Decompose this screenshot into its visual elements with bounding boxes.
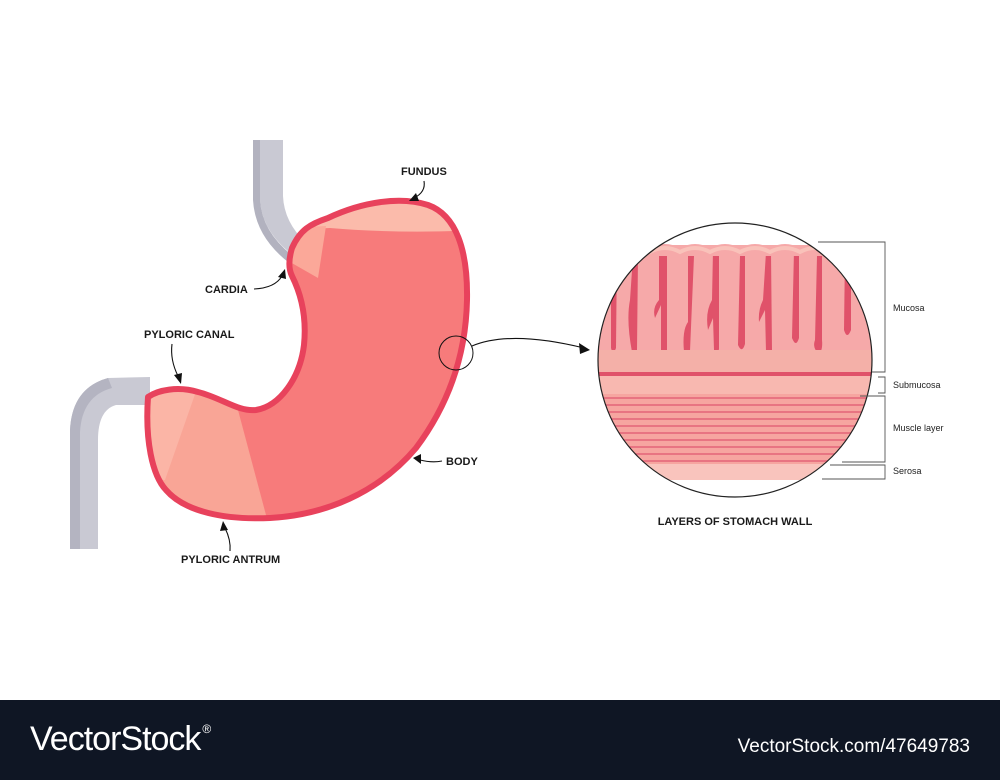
body-arrow: [419, 459, 443, 463]
mucosa-base: [598, 350, 872, 372]
pyloric-antrum-arrow: [224, 527, 231, 552]
cardia-arrowhead: [278, 269, 286, 279]
duodenum-shade: [70, 378, 112, 549]
submucosa-layer: [598, 376, 872, 394]
gastric-pits: [611, 250, 851, 356]
footer-bar: VectorStock® VectorStock.com/47649783: [0, 700, 1000, 780]
magnifier-circle: [438, 335, 474, 371]
stomach: [144, 197, 471, 522]
magnifier-arrowhead: [579, 343, 590, 354]
duodenum: [70, 377, 150, 549]
mucosa-surface-bumps: [598, 246, 872, 255]
label-body: BODY: [446, 456, 478, 468]
cardia-arrow: [253, 275, 283, 290]
image-id: VectorStock.com/47649783: [737, 736, 970, 757]
label-submucosa: Submucosa: [893, 380, 941, 390]
pyloric-canal-arrowhead: [174, 373, 182, 384]
inset-outline: [597, 222, 873, 498]
pyloric-antrum-arrowhead: [220, 521, 228, 531]
stomach-anatomy-diagram: FUNDUS CARDIA PYLORIC CANAL BODY PYLORIC…: [70, 140, 944, 566]
fundus-arrowhead: [409, 193, 419, 201]
inset-title: LAYERS OF STOMACH WALL: [658, 516, 813, 528]
label-pyloric-antrum: PYLORIC ANTRUM: [181, 554, 280, 566]
serosa-layer: [598, 464, 872, 480]
pyloric-canal-arrow: [171, 343, 179, 377]
esophagus: [260, 140, 306, 256]
label-mucosa: Mucosa: [893, 303, 925, 313]
registered-mark: ®: [202, 722, 211, 736]
submucosa-line: [598, 372, 872, 376]
esophagus-shade: [253, 140, 293, 262]
body-arrowhead: [413, 454, 421, 464]
label-fundus: FUNDUS: [401, 166, 447, 178]
wall-layers-inset: [598, 223, 872, 497]
stomach-outline: [144, 197, 471, 522]
label-cardia: CARDIA: [205, 284, 248, 296]
muscle-fibers: [598, 397, 872, 462]
label-muscle-layer: Muscle layer: [893, 423, 944, 433]
brand-name: VectorStock: [30, 720, 201, 758]
label-serosa: Serosa: [893, 466, 922, 476]
label-pyloric-canal: PYLORIC CANAL: [144, 329, 235, 341]
magnifier-connector-arrow: [471, 337, 585, 349]
brand-logo: VectorStock®: [30, 720, 211, 759]
layer-brackets: [818, 241, 886, 480]
